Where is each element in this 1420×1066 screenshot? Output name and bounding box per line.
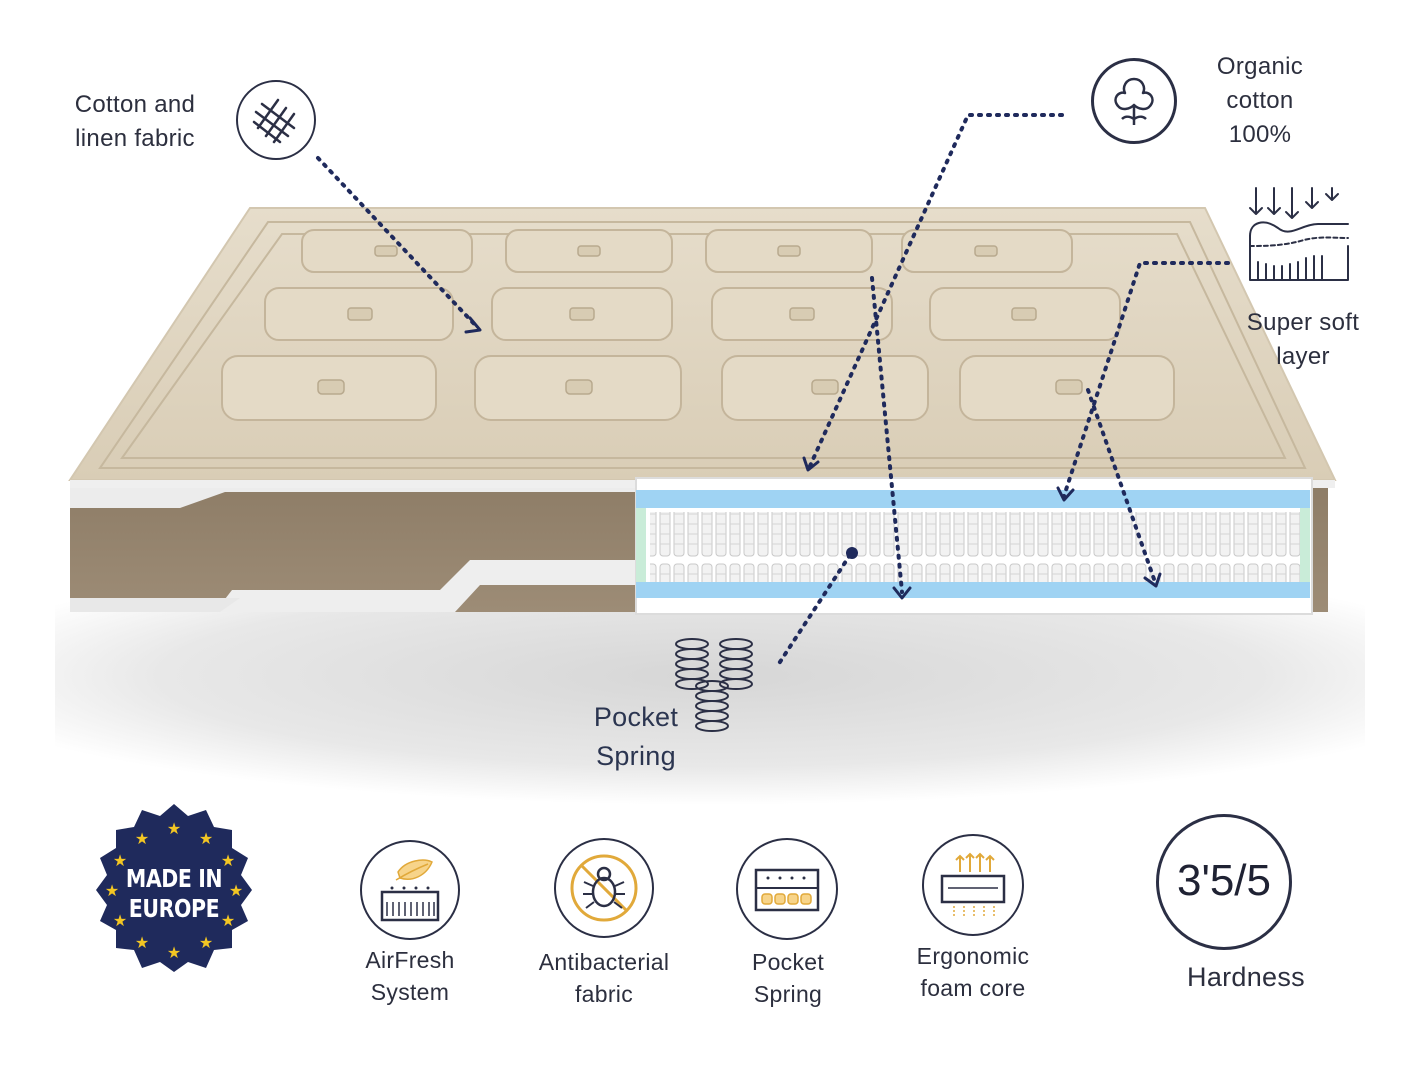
made-in-europe-badge: ★ ★ ★ ★ ★ ★ ★ ★ ★ ★ ★ ★ — [96, 804, 252, 972]
foam-core-line1: Ergonomic — [916, 943, 1030, 969]
soft-layer-label-line1: Super soft — [1246, 309, 1360, 336]
pocket-spring-callout-label: Pocket Spring — [580, 698, 692, 776]
feature-pocket-line2: Spring — [753, 981, 823, 1007]
feature-pocket-spring-label: Pocket Spring — [728, 946, 848, 1010]
foam-core-line2: foam core — [920, 975, 1026, 1001]
mattress-top — [68, 207, 1337, 481]
cotton-callout-label: Organic cotton 100% — [1200, 50, 1320, 152]
pocket-spring-label-line2: Spring — [596, 741, 676, 771]
svg-text:★: ★ — [135, 933, 149, 952]
cross-section — [635, 477, 1313, 615]
fabric-callout-label: Cotton and linen fabric — [60, 88, 210, 156]
svg-text:★: ★ — [167, 819, 181, 838]
airfresh-line2: System — [370, 979, 450, 1005]
svg-text:★: ★ — [199, 933, 213, 952]
feature-airfresh-label: AirFresh System — [340, 944, 480, 1008]
pocket-spring-icon — [736, 838, 838, 940]
airfresh-line1: AirFresh — [365, 947, 455, 973]
hardness-circle — [1156, 814, 1292, 950]
leader-lines — [316, 113, 1230, 667]
soft-layer-label-line2: layer — [1276, 343, 1330, 370]
soft-layer-band — [636, 490, 1310, 508]
hardness-label: Hardness — [1187, 962, 1305, 992]
cotton-flower-icon — [1091, 58, 1177, 144]
svg-text:★: ★ — [135, 829, 149, 848]
foam-core-icon — [922, 834, 1024, 936]
feature-foam-core-label: Ergonomic foam core — [898, 940, 1048, 1004]
antibacterial-bug-icon — [554, 838, 654, 938]
cotton-label-line2: cotton — [1226, 87, 1294, 114]
mattress-illustration — [55, 113, 1365, 805]
svg-text:★: ★ — [105, 881, 119, 900]
fabric-label-line2: linen fabric — [75, 125, 195, 152]
badge-text: MADE IN EUROPE — [117, 864, 232, 924]
antibacterial-line2: fabric — [574, 981, 634, 1007]
svg-text:★: ★ — [199, 829, 213, 848]
antibacterial-line1: Antibacterial — [538, 949, 670, 975]
soft-layer-icon — [1249, 187, 1349, 281]
cotton-label-line1: Organic — [1216, 53, 1304, 80]
feature-pocket-line1: Pocket — [751, 949, 825, 975]
spring-coils-icon — [675, 638, 753, 732]
badge-line2: EUROPE — [128, 894, 220, 923]
floor-shadow — [55, 590, 1365, 805]
pocket-spring-label-line1: Pocket — [593, 702, 679, 732]
hardness-value: 3'5/5 — [1176, 856, 1272, 905]
svg-text:★: ★ — [167, 943, 181, 962]
feature-antibacterial-label: Antibacterial fabric — [524, 946, 684, 1010]
fabric-label-line1: Cotton and — [74, 91, 196, 118]
svg-text:★: ★ — [229, 881, 243, 900]
svg-text:★: ★ — [113, 911, 127, 930]
cotton-label-line3: 100% — [1228, 121, 1292, 148]
svg-text:★: ★ — [221, 911, 235, 930]
soft-layer-callout-label: Super soft layer — [1238, 306, 1368, 374]
svg-text:★: ★ — [113, 851, 127, 870]
fabric-weave-icon — [236, 80, 316, 160]
svg-text:★: ★ — [221, 851, 235, 870]
airfresh-leaf-icon — [360, 840, 460, 940]
badge-line1: MADE IN — [125, 864, 223, 893]
